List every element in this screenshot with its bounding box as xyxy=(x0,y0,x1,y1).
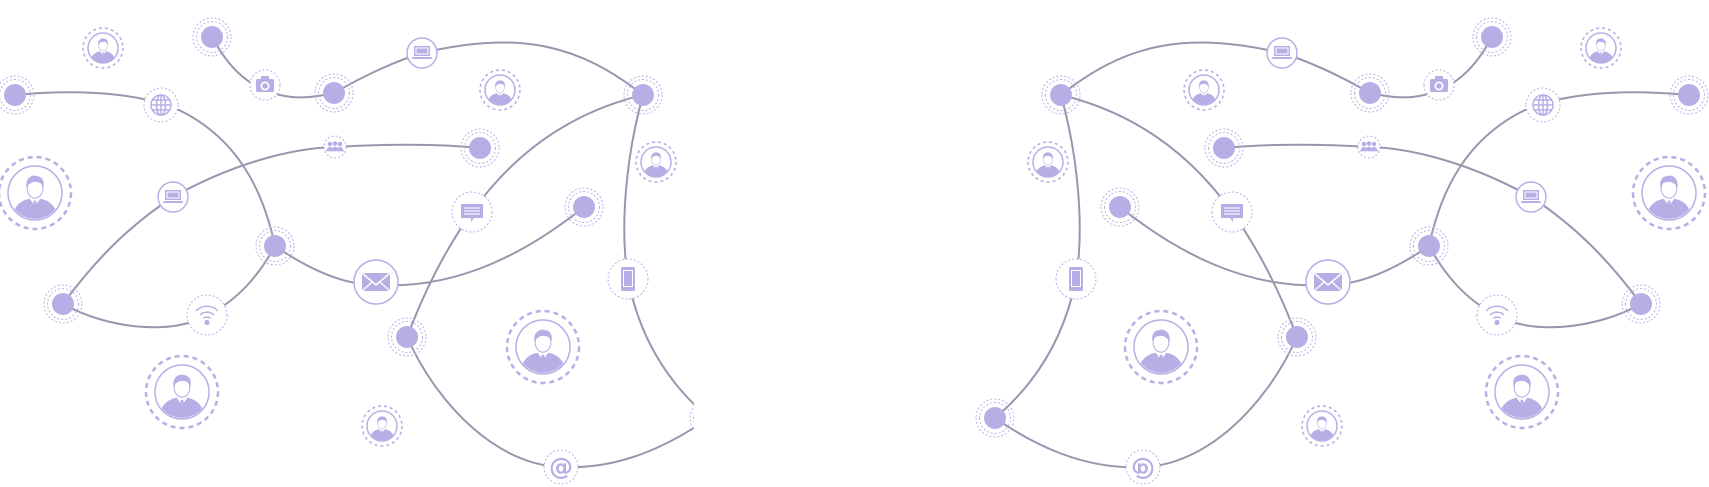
node-dot xyxy=(689,398,694,438)
link-a-b xyxy=(14,91,276,247)
node-dot xyxy=(623,75,663,115)
svg-text:@: @ xyxy=(549,453,573,481)
avatar-large-icon xyxy=(0,157,71,229)
smartphone-icon xyxy=(607,258,649,300)
link-e-j xyxy=(623,94,694,406)
laptop-icon xyxy=(157,181,189,213)
people-icon xyxy=(323,135,347,159)
node-dots xyxy=(0,17,694,438)
envelope-icon xyxy=(353,259,399,305)
laptop-icon xyxy=(406,37,438,69)
right-network-graphic xyxy=(976,18,1708,484)
node-dot xyxy=(43,284,83,324)
avatar-small-icon xyxy=(480,70,520,110)
node-dot xyxy=(314,73,354,113)
node-dot xyxy=(387,317,427,357)
link-c-d xyxy=(211,36,335,99)
avatar-large-icon xyxy=(507,311,579,383)
link-d-e xyxy=(333,41,644,96)
connection-lines xyxy=(14,36,694,469)
camera-icon xyxy=(249,69,281,101)
link-g-f xyxy=(62,143,481,305)
node-dot xyxy=(460,128,500,168)
node-dot xyxy=(0,75,35,115)
link-i-e xyxy=(406,94,644,338)
globe-icon xyxy=(143,87,179,123)
node-dot xyxy=(564,187,604,227)
left-network-graphic: @ xyxy=(0,17,694,485)
at-sign-icon: @ xyxy=(543,449,579,485)
chat-icon xyxy=(451,191,493,233)
node-dot-hub xyxy=(255,226,295,266)
avatar-large-icon xyxy=(146,356,218,428)
node-dot xyxy=(192,17,232,57)
avatar-small-icon xyxy=(83,28,123,68)
link-b-h xyxy=(274,206,585,287)
avatar-small-icon xyxy=(362,406,402,446)
wifi-icon xyxy=(186,294,228,336)
avatar-small-icon xyxy=(636,142,676,182)
link-g-b xyxy=(62,245,276,329)
